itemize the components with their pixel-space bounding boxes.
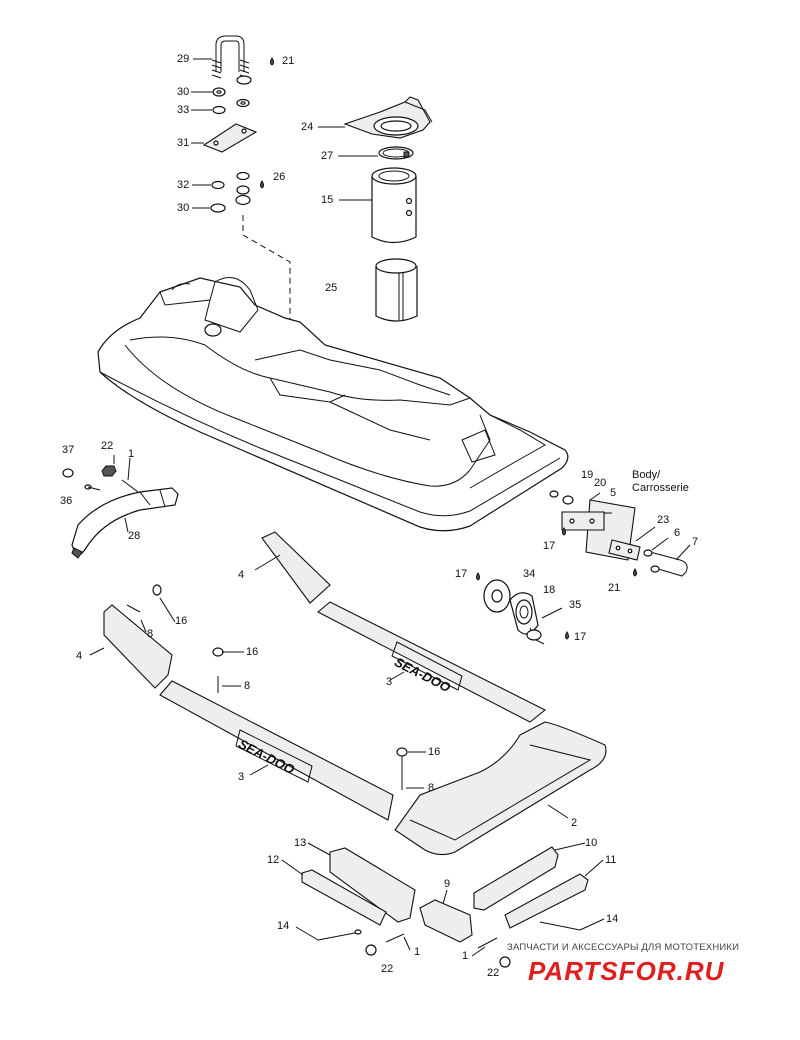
- callout-19: 19: [581, 469, 594, 481]
- callout-21: 21: [608, 582, 621, 594]
- callout-15: 15: [321, 194, 334, 206]
- plate-part-23: [608, 539, 641, 561]
- callout-33: 33: [177, 104, 190, 116]
- callout-18: 18: [543, 584, 556, 596]
- callout-21: 21: [282, 55, 295, 67]
- callout-17: 17: [574, 631, 587, 643]
- body-note-line2: Carrosserie: [632, 482, 689, 494]
- callout-4: 4: [238, 569, 245, 581]
- callout-22: 22: [487, 967, 500, 979]
- callout-23: 23: [657, 514, 670, 526]
- callout-11: 11: [605, 854, 617, 866]
- watermark-caption: ЗАПЧАСТИ И АКСЕССУАРЫ ДЛЯ МОТОТЕХНИКИ: [507, 942, 740, 953]
- body-note: Body/ Carrosserie: [632, 469, 689, 495]
- callout-14: 14: [277, 920, 290, 932]
- callout-14: 14: [606, 913, 619, 925]
- callout-37: 37: [62, 444, 75, 456]
- leader-lines: [89, 58, 691, 957]
- callout-34: 34: [523, 568, 536, 580]
- side-pad-part-4-lower: [103, 604, 173, 689]
- callout-3: 3: [238, 771, 245, 783]
- u-bolt-part-7: [643, 549, 688, 577]
- callout-22: 22: [381, 963, 394, 975]
- callout-16: 16: [175, 615, 188, 627]
- callout-32: 32: [177, 179, 190, 191]
- drain-assembly-34-18-35: [476, 572, 569, 645]
- callout-8: 8: [244, 680, 251, 692]
- assembly-line-top: [242, 215, 291, 325]
- sleeve-part-25: [375, 258, 418, 322]
- callout-5: 5: [610, 487, 617, 499]
- callout-12: 12: [267, 854, 280, 866]
- callout-22: 22: [101, 440, 114, 452]
- body-note-line1: Body/: [632, 469, 661, 481]
- drop-icon-21b: [633, 568, 637, 577]
- callout-35: 35: [569, 599, 582, 611]
- hardware-19-20: [549, 490, 574, 505]
- callout-2: 2: [571, 817, 578, 829]
- mat-part-3-right: [317, 601, 547, 723]
- callout-8: 8: [428, 782, 435, 794]
- u-bolt-part-29: [211, 35, 250, 79]
- callout-6: 6: [674, 527, 681, 539]
- washer-nut-32-26-30: [210, 171, 264, 213]
- watercraft-body: [97, 277, 569, 532]
- callout-10: 10: [585, 837, 598, 849]
- callout-17: 17: [455, 568, 468, 580]
- bumper-part-10: [473, 846, 559, 911]
- callout-24: 24: [301, 121, 314, 133]
- callout-31: 31: [177, 137, 190, 149]
- callout-16: 16: [428, 746, 441, 758]
- callout-30: 30: [177, 202, 190, 214]
- fasteners-37-22-1-36: [62, 465, 139, 493]
- callout-17: 17: [543, 540, 556, 552]
- corner-part-9: [419, 899, 473, 943]
- callout-29: 29: [177, 53, 190, 65]
- bumper-part-11: [504, 873, 589, 929]
- callout-3: 3: [386, 676, 393, 688]
- callout-1: 1: [414, 946, 421, 958]
- watermark-logo: PARTSFOR.RU: [528, 956, 725, 986]
- callout-9: 9: [444, 878, 451, 890]
- side-pad-part-4-upper: [261, 531, 331, 604]
- screw-8-16-center: [396, 747, 408, 790]
- callout-4: 4: [76, 650, 83, 662]
- bumper-part-13: [329, 847, 416, 923]
- plate-part-31: [202, 123, 258, 153]
- callout-7: 7: [692, 536, 699, 548]
- callout-13: 13: [294, 837, 307, 849]
- drop-icon-17a: [562, 527, 566, 536]
- screw-8-16-left: [126, 584, 224, 693]
- rub-rail-part-28: [71, 487, 179, 559]
- nut-part-21-top: [236, 57, 274, 85]
- callout-36: 36: [60, 495, 73, 507]
- callout-8: 8: [147, 628, 154, 640]
- bumper-part-12: [301, 869, 387, 926]
- washer-stack-30-33: [212, 87, 250, 115]
- clamp-ring-part-27: [378, 146, 414, 160]
- holder-part-24: [343, 96, 433, 139]
- callout-25: 25: [325, 282, 338, 294]
- callout-26: 26: [273, 171, 286, 183]
- callout-30: 30: [177, 86, 190, 98]
- bottom-pad-part-2: [394, 721, 607, 856]
- callout-20: 20: [594, 477, 607, 489]
- callout-1: 1: [128, 448, 135, 460]
- mat-part-3-left: [159, 680, 394, 821]
- callout-1: 1: [462, 950, 469, 962]
- callout-16: 16: [246, 646, 259, 658]
- fasteners-bottom: [317, 921, 581, 968]
- callout-27: 27: [321, 150, 334, 162]
- tube-part-15: [371, 167, 417, 244]
- callout-28: 28: [128, 530, 141, 542]
